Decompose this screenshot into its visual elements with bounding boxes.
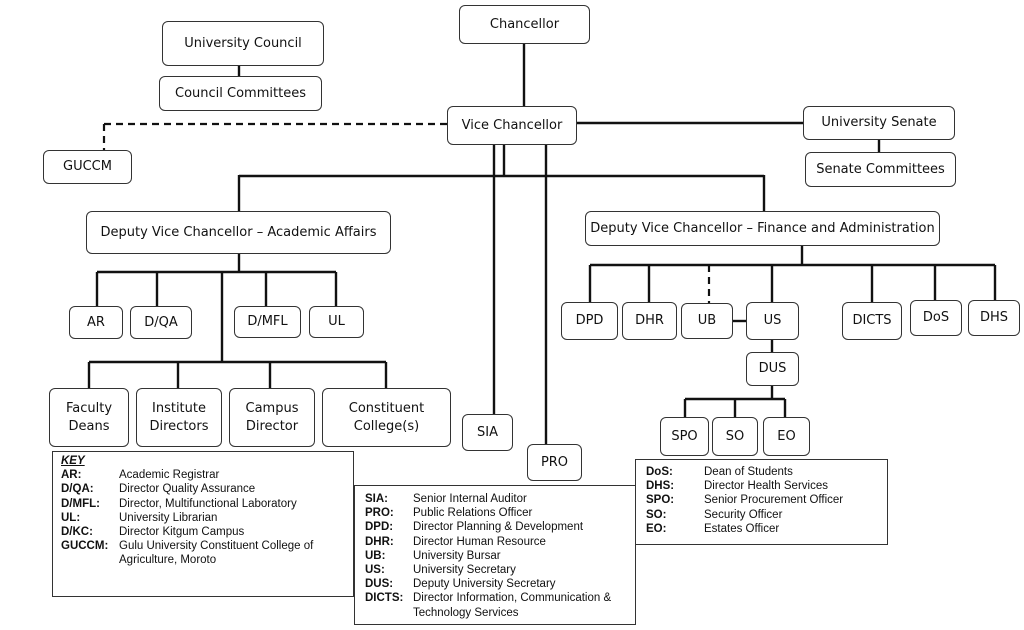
vice-chancellor-box: Vice Chancellor <box>447 106 577 145</box>
pro-box: PRO <box>527 444 582 481</box>
ar-box: AR <box>69 306 123 339</box>
key-row: SPO:Senior Procurement Officer <box>646 494 844 507</box>
us-box: US <box>746 302 799 340</box>
key-row: EO:Estates Officer <box>646 522 780 535</box>
dus-box: DUS <box>746 352 799 386</box>
council-committees-box: Council Committees <box>159 76 322 111</box>
key-row: D/MFL:Director, Multifunctional Laborato… <box>61 497 297 510</box>
ul-box: UL <box>309 306 364 338</box>
key-row: PRO:Public Relations Officer <box>365 507 533 520</box>
sia-box: SIA <box>462 414 513 451</box>
key-row: AR:Academic Registrar <box>61 469 220 482</box>
dmfl-box: D/MFL <box>234 306 301 338</box>
ub-box: UB <box>681 303 733 339</box>
dvc-academic-box: Deputy Vice Chancellor – Academic Affair… <box>86 211 391 254</box>
dhr-box: DHR <box>622 302 677 340</box>
dvc-finance-box: Deputy Vice Chancellor – Finance and Adm… <box>585 211 940 246</box>
key-row: DICTS:Director Information, Communicatio… <box>365 592 612 619</box>
key-row: US:University Secretary <box>365 564 516 577</box>
eo-box: EO <box>763 417 810 456</box>
key-title: KEY <box>61 455 85 467</box>
key-row: DHS:Director Health Services <box>646 480 828 493</box>
constituent-colleges-box: Constituent College(s) <box>322 388 451 447</box>
university-senate-box: University Senate <box>803 106 955 140</box>
faculty-deans-box: Faculty Deans <box>49 388 129 447</box>
dos-box: DoS <box>910 300 962 336</box>
dhs-box: DHS <box>968 300 1020 336</box>
key-left: KEY AR:Academic Registrar D/QA:Director … <box>52 451 354 597</box>
key-row: DPD:Director Planning & Development <box>365 521 584 534</box>
dqa-box: D/QA <box>130 306 192 339</box>
senate-committees-box: Senate Committees <box>805 152 956 187</box>
key-row: UL:University Librarian <box>61 511 218 524</box>
spo-box: SPO <box>660 417 709 456</box>
key-row: SO:Security Officer <box>646 508 783 521</box>
university-council-box: University Council <box>162 21 324 66</box>
key-middle: SIA:Senior Internal Auditor PRO:Public R… <box>354 485 636 625</box>
key-row: DHR:Director Human Resource <box>365 535 546 548</box>
guccm-box: GUCCM <box>43 150 132 184</box>
key-row: D/KC:Director Kitgum Campus <box>61 526 245 539</box>
so-box: SO <box>712 417 758 456</box>
key-row: DoS:Dean of Students <box>646 466 793 478</box>
dpd-box: DPD <box>561 302 618 340</box>
key-row: UB:University Bursar <box>365 549 501 562</box>
key-row: GUCCM:Gulu University Constituent Colleg… <box>61 540 314 567</box>
institute-directors-box: Institute Directors <box>136 388 222 447</box>
dicts-box: DICTS <box>842 302 902 340</box>
key-right: DoS:Dean of Students DHS:Director Health… <box>635 459 888 545</box>
key-row: DUS:Deputy University Secretary <box>365 578 556 591</box>
campus-director-box: Campus Director <box>229 388 315 447</box>
chancellor-box: Chancellor <box>459 5 590 44</box>
key-row: SIA:Senior Internal Auditor <box>365 493 527 505</box>
key-row: D/QA:Director Quality Assurance <box>61 483 256 496</box>
